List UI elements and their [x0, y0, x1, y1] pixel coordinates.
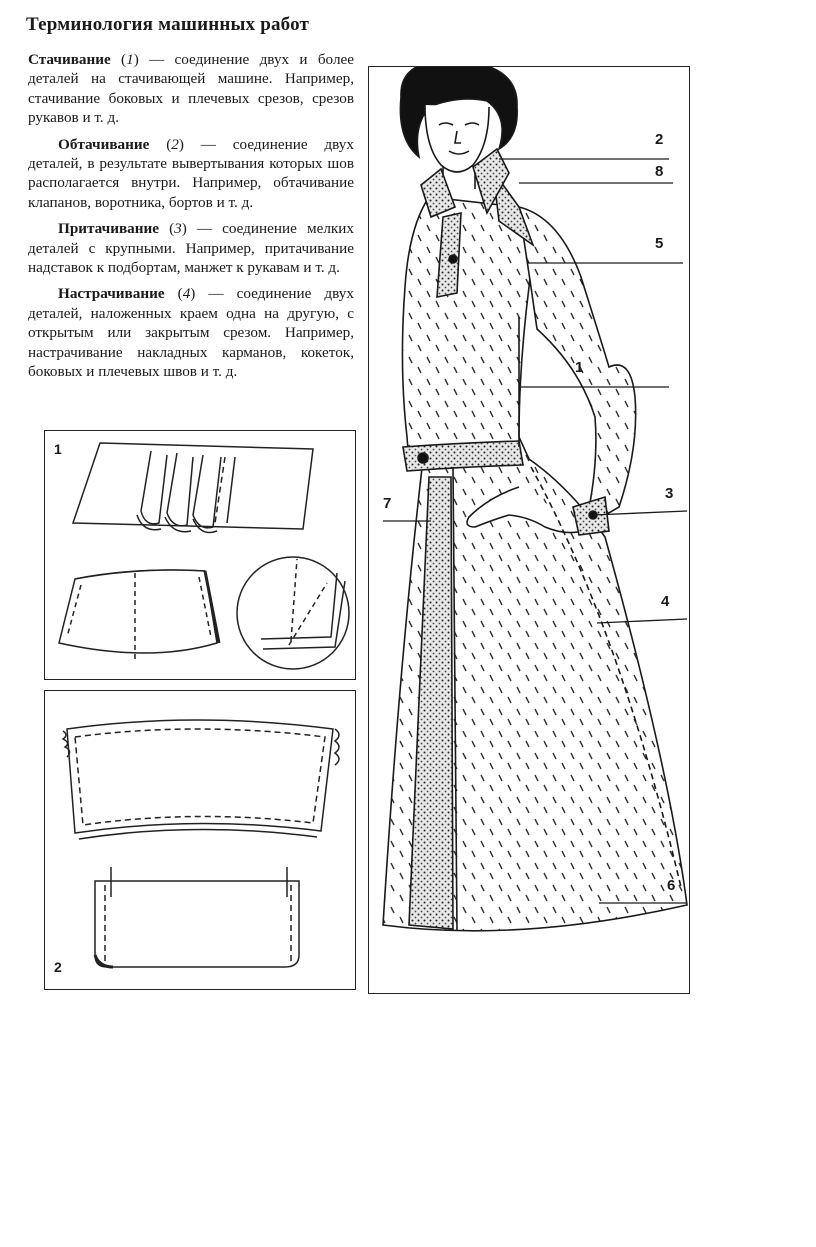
page-title: Терминология машинных работ [26, 14, 310, 35]
panel-number: 1 [54, 441, 62, 457]
garment-illustration: 2 8 5 1 3 7 4 6 [368, 66, 690, 994]
callout-6: 6 [667, 877, 676, 894]
paragraph-stachivanie: Стачивание (1) — соединение двух и более… [28, 51, 355, 127]
definition: — соединение мелких деталей с крупными. … [28, 220, 355, 277]
callout-8: 8 [655, 163, 664, 180]
callout-5: 5 [655, 235, 664, 252]
callout-4: 4 [661, 593, 670, 610]
illustration-panel-1: 1 [44, 430, 356, 680]
term-number: 2 [171, 135, 179, 153]
illustration-panel-2: 2 [44, 690, 356, 990]
term-obtachivanie: Обтачивание [58, 135, 150, 153]
term-nastrachivanie: Настрачивание [58, 285, 165, 303]
paragraph-obtachivanie: Обтачивание (2) — соединение двух детале… [28, 135, 354, 211]
text-column: Стачивание (1) — соединение двух и более… [28, 50, 354, 389]
paragraph-nastrachivanie: Настрачивание (4) — соединение двух дета… [28, 285, 354, 381]
term-number: 1 [126, 51, 134, 68]
definition: — соединение двух деталей, наложенных кр… [28, 285, 354, 381]
callout-3: 3 [665, 485, 674, 502]
callout-1: 1 [575, 359, 584, 376]
paragraph-pritachivanie: Притачивание (3) — соединение мелких дет… [28, 220, 355, 277]
dress-figure [382, 67, 688, 932]
definition: — соединение двух деталей, в результате … [28, 135, 354, 211]
term-number: 3 [174, 220, 182, 238]
term-pritachivanie: Притачивание [58, 220, 159, 238]
term-stachivanie: Стачивание [28, 51, 111, 68]
panel-number: 2 [54, 959, 62, 975]
term-number: 4 [182, 285, 191, 303]
definition: — соединение двух и более деталей на ста… [28, 51, 355, 127]
seam-diagram-stitching [58, 442, 350, 670]
seam-diagram-facing [61, 719, 340, 969]
callout-2: 2 [655, 131, 664, 148]
callout-7: 7 [383, 495, 392, 512]
